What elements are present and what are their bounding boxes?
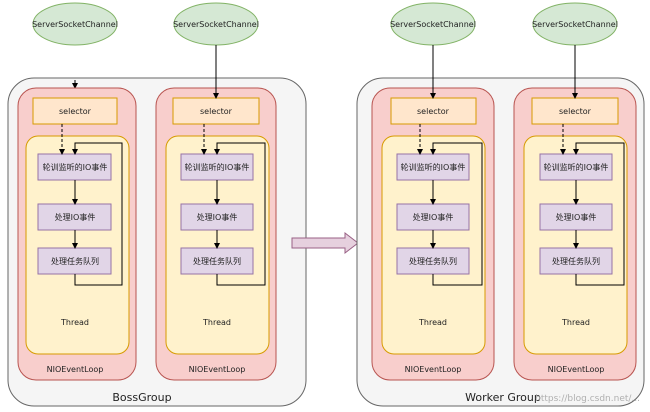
svg-text:selector: selector — [200, 107, 233, 116]
selector-box — [32, 97, 118, 125]
svg-text:轮训监听的IO事件: 轮训监听的IO事件 — [185, 162, 250, 172]
svg-text:处理IO事件: 处理IO事件 — [55, 212, 96, 222]
svg-text:处理任务队列: 处理任务队列 — [409, 256, 457, 266]
boss-event-loop-2: ServerSocketChannel selector 轮训监听的IO事件 处… — [155, 2, 277, 381]
thread-label: Thread — [418, 318, 447, 327]
svg-text:ServerSocketChannel: ServerSocketChannel — [173, 20, 259, 29]
svg-text:处理IO事件: 处理IO事件 — [197, 212, 238, 222]
thread-label: Thread — [60, 318, 89, 327]
svg-text:处理任务队列: 处理任务队列 — [51, 256, 99, 266]
svg-text:处理任务队列: 处理任务队列 — [193, 256, 241, 266]
svg-text:处理任务队列: 处理任务队列 — [552, 256, 600, 266]
boss-to-worker-arrow — [291, 231, 359, 255]
selector-box — [172, 97, 260, 125]
svg-text:ServerSocketChannel: ServerSocketChannel — [390, 20, 476, 29]
svg-text:selector: selector — [417, 107, 450, 116]
thread-label: Thread — [561, 318, 590, 327]
svg-text:ServerSocketChannel: ServerSocketChannel — [32, 20, 118, 29]
svg-text:selector: selector — [559, 107, 592, 116]
process-task-queue-box — [539, 247, 613, 275]
worker-event-loop-2: ServerSocketChannel selector 轮训监听的IO事件 处… — [513, 2, 637, 381]
svg-text:轮训监听的IO事件: 轮训监听的IO事件 — [43, 162, 108, 172]
nio-event-loop-label: NIOEventLoop — [548, 365, 605, 374]
poll-io-events-box — [539, 153, 613, 181]
svg-text:轮训监听的IO事件: 轮训监听的IO事件 — [401, 162, 466, 172]
boss-group-label: BossGroup — [112, 391, 171, 404]
poll-io-events-box — [180, 153, 254, 181]
svg-text:ServerSocketChannel: ServerSocketChannel — [532, 20, 618, 29]
nio-event-loop-label: NIOEventLoop — [47, 365, 104, 374]
server-socket-channel — [32, 2, 118, 46]
worker-group-label: Worker Group — [465, 391, 541, 404]
nio-event-loop-label: NIOEventLoop — [189, 365, 246, 374]
svg-text:处理IO事件: 处理IO事件 — [413, 212, 454, 222]
process-io-events-box — [37, 203, 112, 231]
boss-event-loop-1: ServerSocketChannel selector 轮训监听的IO事件 处… — [17, 2, 137, 381]
worker-event-loop-1: ServerSocketChannel selector 轮训监听的IO事件 处… — [371, 2, 495, 381]
nio-event-loop-label: NIOEventLoop — [405, 365, 462, 374]
watermark: https://blog.csdn.net/... — [535, 394, 640, 404]
svg-text:处理IO事件: 处理IO事件 — [556, 212, 597, 222]
thread-label: Thread — [202, 318, 231, 327]
svg-text:轮训监听的IO事件: 轮训监听的IO事件 — [544, 162, 609, 172]
svg-text:selector: selector — [59, 107, 92, 116]
